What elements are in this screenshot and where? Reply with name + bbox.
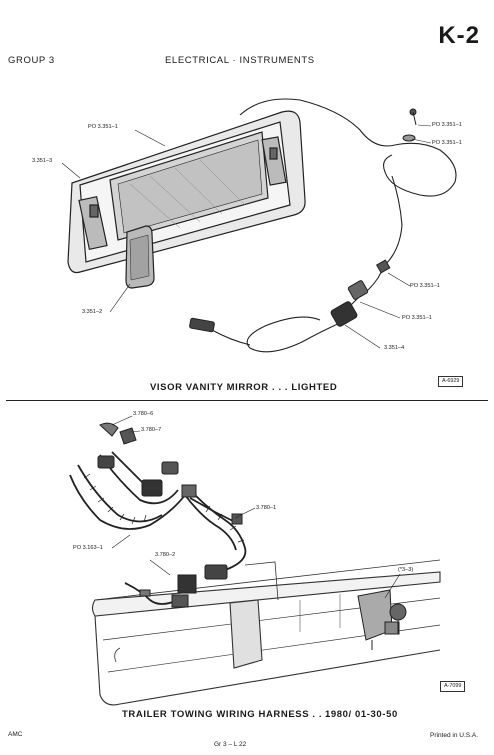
harness-connectors	[97, 422, 243, 608]
section-title: ELECTRICAL · INSTRUMENTS	[165, 55, 315, 66]
callout-connector-2: PO 3.351–1	[402, 315, 432, 321]
mirror-figure-ref: A-6929	[438, 376, 464, 388]
mirror-leader-lines	[61, 124, 432, 349]
callout-wiring: 3.351–4	[384, 345, 405, 351]
mirror-caption: VISOR VANITY MIRROR . . . LIGHTED	[150, 382, 338, 393]
callout-harness-socket: 3.780–7	[141, 427, 162, 433]
footer-page: Gr 3 – L 22	[214, 741, 247, 748]
callout-hitch: (*3–3)	[398, 567, 414, 573]
callout-screw: PO 3.351–1	[432, 122, 462, 128]
mirror-connectors	[189, 108, 417, 333]
trailer-hitch-illustration	[357, 589, 407, 650]
callout-mirror-assembly: 3.351–3	[32, 158, 53, 164]
group-label: GROUP 3	[8, 55, 55, 66]
callout-lens: 3.351–2	[82, 309, 103, 315]
page-id: K-2	[438, 22, 480, 49]
callout-harness-extension: 3.780–2	[155, 552, 176, 558]
callout-connector: PO 3.351–1	[410, 283, 440, 289]
callout-mirror-bulb: PO 3.351–1	[88, 124, 118, 130]
footer-printed: Printed in U.S.A.	[430, 732, 479, 739]
footer-brand: AMC	[8, 731, 23, 738]
harness-illustration	[69, 451, 247, 605]
section-divider	[6, 400, 488, 401]
vanity-mirror-illustration	[67, 110, 306, 289]
harness-braid	[83, 473, 245, 543]
callout-wire-loom: PO 3.163–1	[73, 545, 103, 551]
harness-figure-ref: A-7099	[440, 681, 466, 693]
harness-caption: TRAILER TOWING WIRING HARNESS . . .	[122, 709, 329, 720]
callout-harness: 3.780–1	[256, 505, 277, 511]
callout-clip: PO 3.351–1	[432, 140, 462, 146]
harness-leader-lines	[111, 415, 401, 599]
callout-harness-plug: 3.780–6	[133, 411, 154, 417]
harness-caption-code: 1980/ 01-30-50	[325, 709, 398, 720]
